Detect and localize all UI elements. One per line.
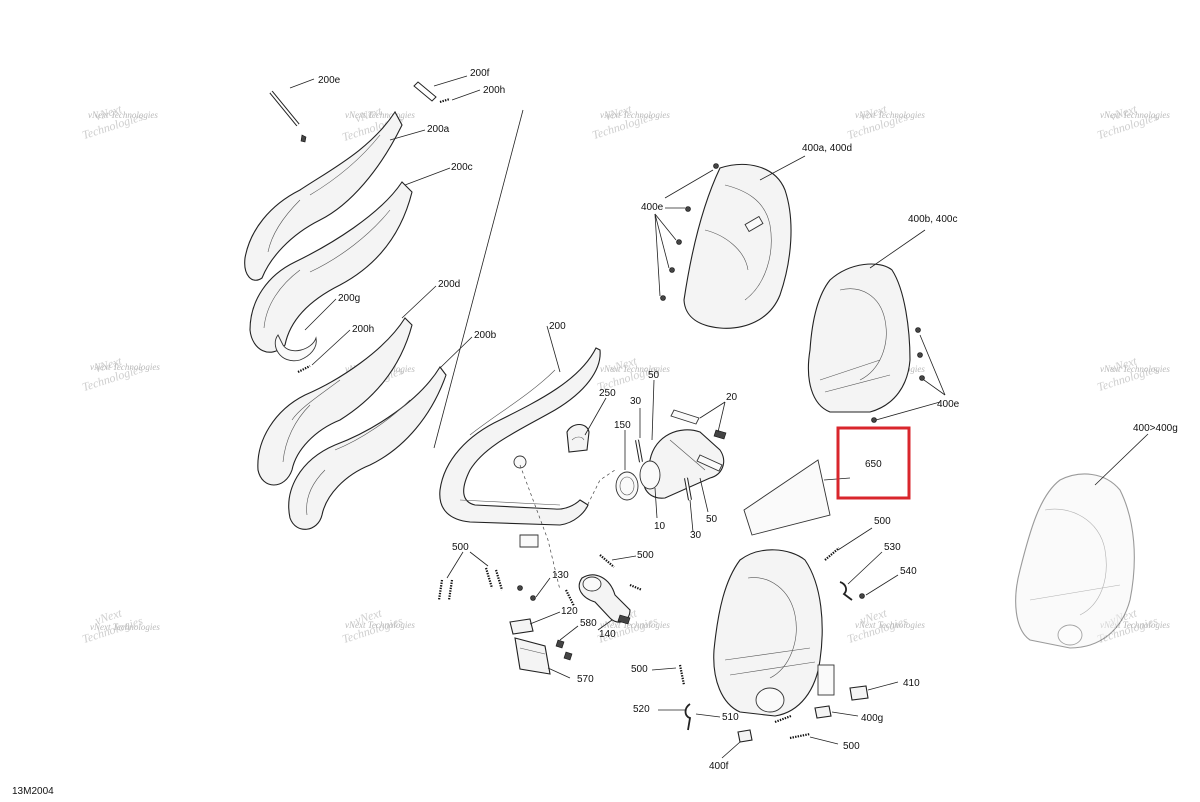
callout-30-lower: 30: [690, 530, 702, 541]
watermark-text: vNext Technologies: [600, 364, 670, 374]
watermark-text: vNext Technologies: [1100, 620, 1170, 630]
callout-50-lower: 50: [706, 514, 718, 525]
springs-lower-left: [437, 554, 643, 607]
callout-400g: 400g: [861, 713, 883, 724]
callout-200h-spring: 200h: [352, 324, 374, 335]
callout-500-left: 500: [452, 542, 469, 553]
callout-10: 10: [654, 521, 666, 532]
watermark-text: vNext Technologies: [90, 362, 160, 372]
watermark-text: vNext Technologies: [345, 110, 415, 120]
part-200d-heat-shield: [257, 317, 413, 486]
watermark-text: vNext Technologies: [855, 620, 925, 630]
callout-200e: 200e: [318, 75, 341, 86]
callout-580: 580: [580, 618, 597, 629]
callout-400b-400c: 400b, 400c: [908, 214, 958, 225]
callout-130: 130: [552, 570, 569, 581]
callout-400-400g: 400>400g: [1133, 423, 1178, 434]
part-570-bracket: [514, 637, 551, 675]
part-580-grommets: [555, 639, 573, 661]
callout-200f: 200f: [470, 68, 490, 79]
callout-200a: 200a: [427, 124, 450, 135]
part-200b-heat-shield: [288, 366, 447, 530]
part-30-stud-upper: [635, 439, 643, 463]
part-400-muffler-assembly: [1015, 473, 1135, 649]
callout-530: 530: [884, 542, 901, 553]
part-250-bracket: [566, 423, 590, 453]
springs-lower-right: [678, 547, 840, 740]
part-540-nut: [859, 593, 865, 599]
part-400f-mount: [737, 729, 753, 743]
part-400b-muffler-inner: [807, 263, 911, 413]
document-id: 13M2004: [12, 786, 54, 797]
callout-540: 540: [900, 566, 917, 577]
watermark-text: vNext Technologies: [345, 620, 415, 630]
callout-30-upper: 30: [630, 396, 642, 407]
part-530-hook: [839, 581, 853, 601]
part-200h-spring: [297, 365, 311, 373]
part-muffler-lower-shell: [713, 549, 823, 717]
part-30-stud-lower: [684, 477, 692, 501]
callout-140: 140: [599, 629, 616, 640]
watermark-text: vNext Technologies: [90, 622, 160, 632]
watermark-text: vNext Technologies: [855, 110, 925, 120]
part-520-hook: [684, 703, 692, 731]
part-140-tailpipe: [578, 574, 631, 625]
callout-520: 520: [633, 704, 650, 715]
part-130-screw: [517, 585, 536, 601]
part-400e-screws-upper: [660, 163, 719, 301]
callout-500-lower-right: 500: [843, 741, 860, 752]
callout-570: 570: [577, 674, 594, 685]
callout-400e-upper: 400e: [641, 202, 664, 213]
callout-labels: 200e 200f 200h 200a 200c 200g 200d 200h …: [318, 68, 1178, 772]
callout-200d: 200d: [438, 279, 460, 290]
callout-250: 250: [599, 388, 616, 399]
callout-500-right: 500: [874, 516, 891, 527]
callout-20: 20: [726, 392, 738, 403]
callout-400e-lower: 400e: [937, 399, 960, 410]
part-120-clamp: [509, 618, 534, 635]
watermark-text: vNext Technologies: [1100, 364, 1170, 374]
part-200c-heat-shield: [249, 181, 413, 353]
callout-50-upper: 50: [648, 370, 660, 381]
part-200f-pin: [413, 81, 451, 104]
callout-200h: 200h: [483, 85, 505, 96]
callout-650-highlight-box: [836, 426, 911, 500]
callout-200c: 200c: [451, 162, 473, 173]
callout-650: 650: [865, 459, 882, 470]
part-400a-muffler-shell: [683, 163, 792, 329]
callout-200b: 200b: [474, 330, 497, 341]
callout-200: 200: [549, 321, 566, 332]
callout-500-mid: 500: [637, 550, 654, 561]
callout-200g: 200g: [338, 293, 360, 304]
part-200-expansion-chamber: [439, 347, 601, 526]
part-20-gaskets: [670, 409, 727, 472]
part-200e-rod: [269, 90, 307, 143]
callout-500-lower-left: 500: [631, 664, 648, 675]
part-150-gasket-ring: [615, 471, 639, 501]
part-650-heat-shield-plate: [743, 459, 831, 536]
callout-150: 150: [614, 420, 631, 431]
callout-120: 120: [561, 606, 578, 617]
watermark-text: vNext Technologies: [600, 620, 670, 630]
part-200g-ring: [274, 334, 317, 362]
part-10-manifold: [639, 429, 725, 499]
watermark-text: vNext Technologies: [1100, 110, 1170, 120]
part-400g-mount: [814, 705, 832, 719]
callout-400f: 400f: [709, 761, 729, 772]
callout-400a-400d: 400a, 400d: [802, 143, 852, 154]
watermark-text: vNext Technologies: [88, 110, 158, 120]
callout-510: 510: [722, 712, 739, 723]
callout-410: 410: [903, 678, 920, 689]
watermark-text: vNext Technologies: [600, 110, 670, 120]
part-410-rubber-mount: [849, 685, 869, 701]
